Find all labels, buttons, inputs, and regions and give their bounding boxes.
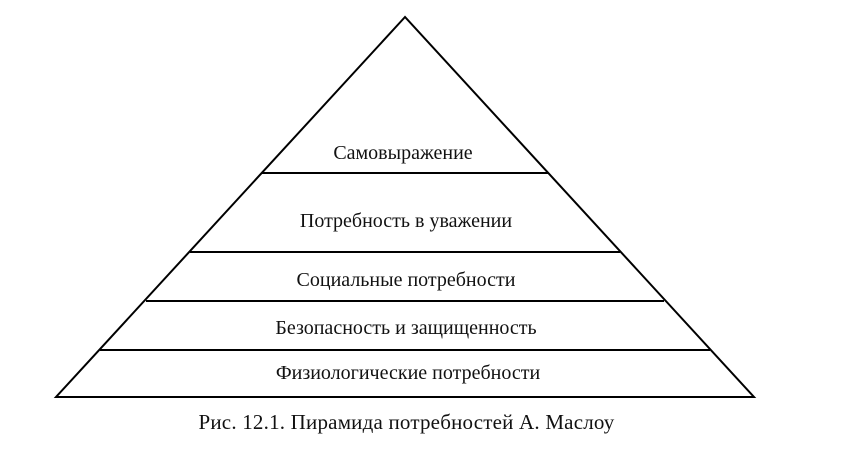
level-physiological: Физиологические потребности	[276, 362, 541, 384]
level-safety: Безопасность и защищенность	[275, 317, 536, 339]
level-esteem: Потребность в уважении	[300, 210, 512, 232]
level-self-actualization: Самовыражение	[333, 142, 472, 164]
figure-caption: Рис. 12.1. Пирамида потребностей А. Масл…	[198, 410, 615, 434]
pyramid-outline	[53, 15, 757, 398]
level-social: Социальные потребности	[297, 269, 516, 291]
